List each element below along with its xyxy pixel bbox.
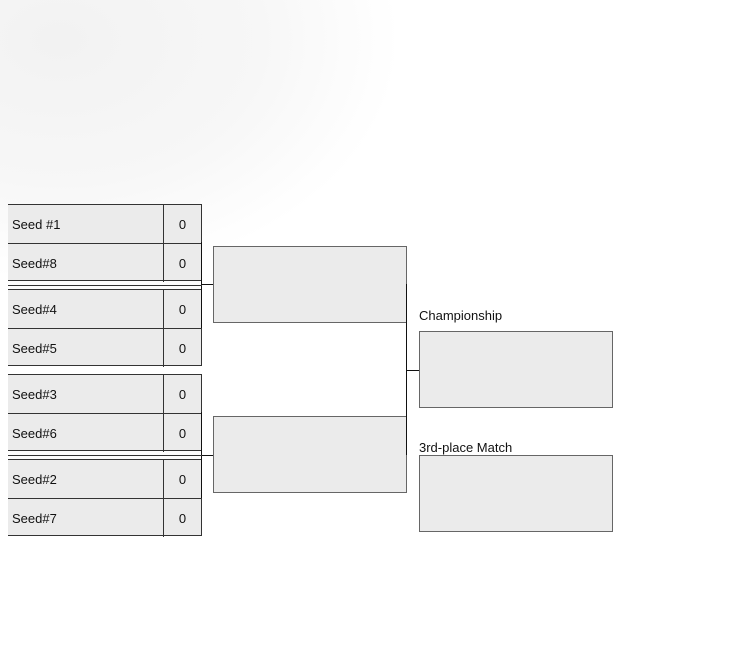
connector-line: [8, 455, 202, 456]
team-name: Seed#5: [12, 340, 57, 356]
team-score[interactable]: 0: [163, 414, 201, 452]
team-score[interactable]: 0: [163, 499, 201, 537]
team-score[interactable]: 0: [163, 329, 201, 367]
first-round-match: Seed#3 0 Seed#6 0: [8, 374, 202, 452]
team-row[interactable]: Seed#2 0: [8, 460, 201, 498]
team-row[interactable]: Seed#6 0: [8, 413, 201, 452]
team-name: Seed#8: [12, 255, 57, 271]
team-score[interactable]: 0: [163, 205, 201, 243]
team-name: Seed#7: [12, 510, 57, 526]
team-score[interactable]: 0: [163, 244, 201, 282]
team-score[interactable]: 0: [163, 460, 201, 498]
team-row[interactable]: Seed#3 0: [8, 375, 201, 413]
championship-label: Championship: [419, 308, 503, 323]
connector-line: [406, 284, 407, 455]
team-row[interactable]: Seed#7 0: [8, 498, 201, 537]
team-score[interactable]: 0: [163, 375, 201, 413]
team-name: Seed#6: [12, 425, 57, 441]
connector-line: [406, 370, 419, 371]
team-name: Seed#2: [12, 471, 57, 487]
connector-line: [8, 285, 202, 286]
first-round-match: Seed#2 0 Seed#7 0: [8, 459, 202, 537]
third-place-label: 3rd-place Match: [419, 440, 513, 455]
third-place-match[interactable]: [419, 455, 613, 532]
connector-line: [201, 455, 213, 456]
connector-line: [201, 284, 213, 285]
semifinal-match-2[interactable]: [213, 416, 407, 493]
team-name: Seed#4: [12, 301, 57, 317]
team-row[interactable]: Seed#5 0: [8, 328, 201, 367]
semifinal-match-1[interactable]: [213, 246, 407, 323]
first-round-match: Seed#4 0 Seed#5 0: [8, 289, 202, 367]
championship-match[interactable]: [419, 331, 613, 408]
team-row[interactable]: Seed #1 0: [8, 205, 201, 243]
first-round-match: Seed #1 0 Seed#8 0: [8, 204, 202, 282]
team-score[interactable]: 0: [163, 290, 201, 328]
team-row[interactable]: Seed#4 0: [8, 290, 201, 328]
team-name: Seed #1: [12, 216, 61, 232]
team-row[interactable]: Seed#8 0: [8, 243, 201, 282]
team-name: Seed#3: [12, 386, 57, 402]
